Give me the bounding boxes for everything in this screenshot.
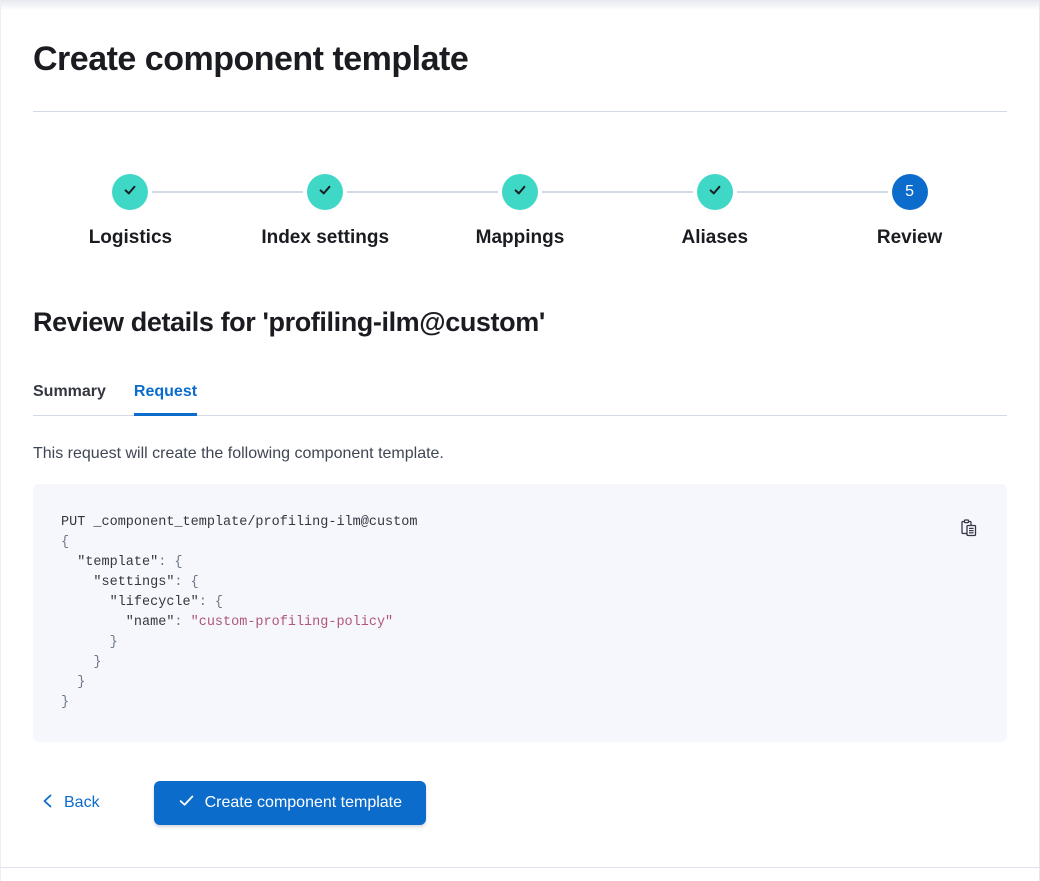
tab-summary[interactable]: Summary (33, 383, 106, 400)
code-line: "template": { (61, 555, 183, 570)
request-code-block: PUT _component_template/profiling-ilm@cu… (33, 484, 1007, 742)
code-line: "settings": { (61, 575, 199, 590)
review-tabs: Summary Request (33, 383, 1007, 416)
tab-request[interactable]: Request (133, 383, 198, 416)
check-icon (122, 182, 138, 203)
step-connector (617, 191, 693, 193)
code-line: "lifecycle": { (61, 595, 224, 610)
check-icon (707, 182, 723, 203)
code-line: } (61, 675, 86, 690)
review-heading: Review details for 'profiling-ilm@custom… (33, 307, 545, 337)
step-complete-circle[interactable] (696, 174, 733, 210)
step-connector (812, 191, 888, 193)
step-number: 5 (905, 183, 915, 200)
step-label: Review (876, 227, 943, 248)
step-connector (422, 191, 498, 193)
request-description: This request will create the following c… (33, 445, 444, 462)
check-icon (512, 182, 528, 203)
code-line: } (61, 655, 102, 670)
step-connector (152, 191, 228, 193)
copy-to-clipboard-button[interactable] (959, 518, 979, 538)
code-line: } (61, 635, 118, 650)
step-index-settings: Index settings (227, 174, 423, 249)
step-complete-circle[interactable] (112, 174, 149, 210)
step-mappings: Mappings (422, 174, 618, 249)
step-number-circle[interactable]: 5 (891, 174, 928, 210)
copy-clipboard-icon (959, 519, 979, 541)
step-connector (541, 191, 618, 193)
back-button-label: Back (64, 794, 100, 811)
check-icon (317, 182, 333, 203)
check-icon (178, 792, 195, 814)
back-button[interactable]: Back (33, 785, 112, 822)
step-label: Aliases (681, 227, 749, 248)
chevron-left-icon (41, 793, 54, 814)
step-connector (736, 191, 813, 193)
code-line: "name": "custom-profiling-policy" (61, 615, 394, 630)
step-complete-circle[interactable] (501, 174, 538, 210)
top-scroll-shadow (1, 0, 1039, 10)
step-logistics: Logistics (33, 174, 228, 249)
page-title: Create component template (33, 40, 469, 78)
code-line: } (61, 695, 70, 710)
create-button-label: Create component template (204, 794, 403, 811)
step-label: Logistics (88, 227, 173, 248)
create-component-template-button[interactable]: Create component template (153, 781, 427, 825)
code-line: PUT _component_template/profiling-ilm@cu… (61, 515, 418, 530)
step-aliases: Aliases (617, 174, 813, 249)
title-divider (33, 111, 1007, 112)
code-line: { (61, 535, 70, 550)
step-connector (227, 191, 304, 193)
step-complete-circle[interactable] (307, 174, 344, 210)
code-lines: PUT _component_template/profiling-ilm@cu… (61, 513, 947, 713)
step-connector (347, 191, 423, 193)
bottom-divider (1, 867, 1039, 868)
step-label: Index settings (261, 227, 390, 248)
footer-actions: Back Create component template (33, 781, 1007, 825)
step-label: Mappings (475, 227, 565, 248)
